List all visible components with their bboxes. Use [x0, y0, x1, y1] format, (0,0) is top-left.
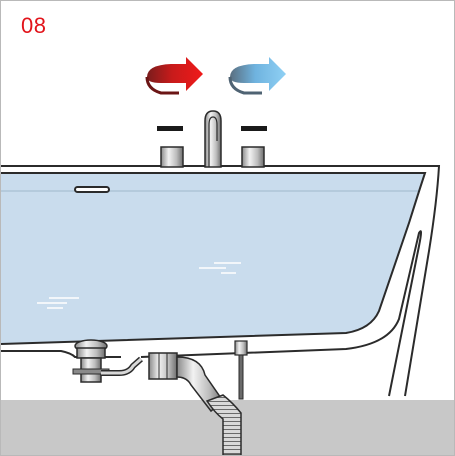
hot-handle-indicator [157, 126, 183, 131]
cold-valve-body [241, 146, 265, 168]
drain-elbow [148, 352, 225, 413]
bathtub-outer-shell [1, 165, 441, 397]
faucet-set [157, 110, 267, 168]
bathtub-bottom-shell [1, 350, 121, 358]
step-number-label: 08 [21, 13, 47, 38]
tub-support-leg [234, 340, 248, 400]
bathtub-water [1, 173, 425, 344]
hot-valve-body [160, 146, 184, 168]
spout [204, 110, 222, 168]
cold-handle-indicator [241, 126, 267, 131]
bathtub-inner-outline [1, 172, 427, 345]
rotate-clockwise-hot-arrow-icon [145, 57, 203, 95]
rotate-clockwise-cold-arrow-icon [228, 57, 286, 95]
flexible-drain-hose [205, 394, 242, 455]
water-ripples [37, 262, 241, 309]
bathtub-outer-shell-inner [140, 230, 422, 397]
drain-assembly [72, 339, 143, 383]
overflow-slot [74, 186, 110, 193]
